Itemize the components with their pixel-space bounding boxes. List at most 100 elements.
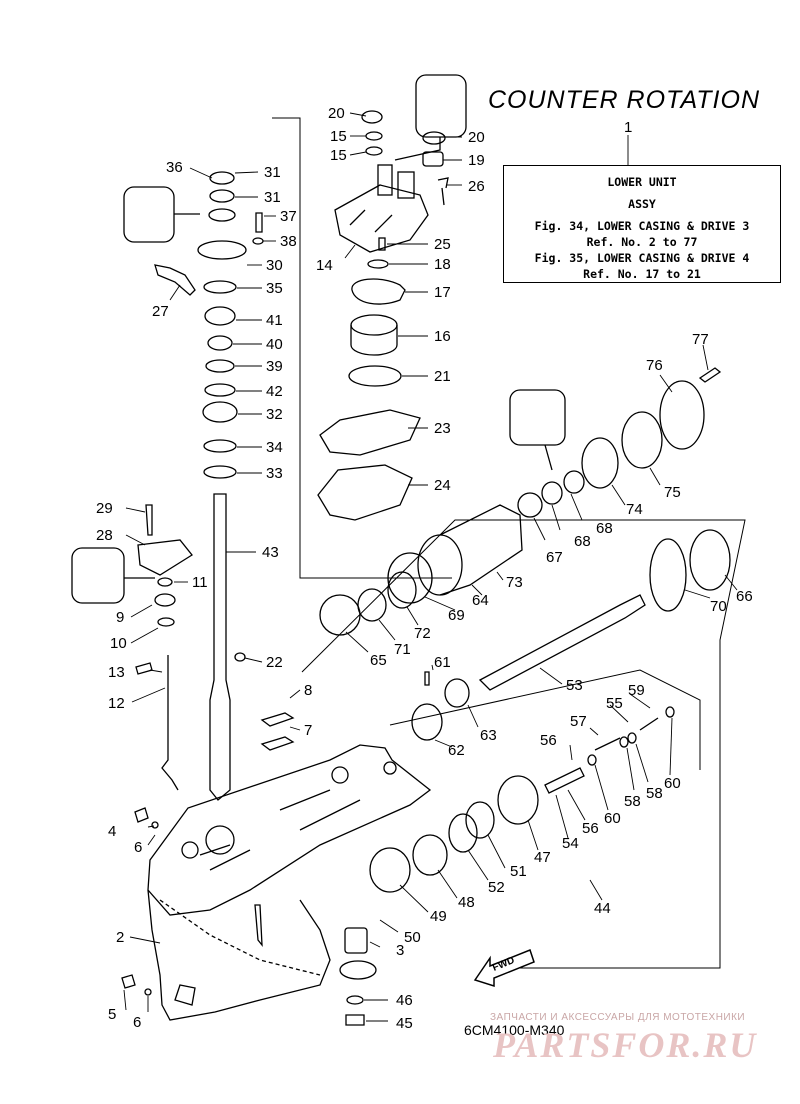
part-label-n20a: 20	[328, 105, 345, 122]
part-label-n11: 11	[192, 574, 208, 591]
part-label-n42: 42	[266, 383, 283, 400]
part-label-n19: 19	[468, 152, 485, 169]
bearing-32-shape	[202, 401, 238, 423]
key-8-shape	[260, 712, 295, 727]
seal-20b-shape	[422, 131, 446, 145]
part-label-n49: 49	[430, 908, 447, 925]
part-label-n38: 38	[280, 233, 297, 250]
shim-71-shape	[357, 588, 387, 622]
part-label-n3: 3	[396, 942, 404, 959]
ring-60a-shape	[587, 754, 597, 766]
part-label-n34: 34	[266, 439, 283, 456]
part-label-n15a: 15	[330, 128, 347, 145]
tube-13-shape	[135, 662, 153, 675]
part-label-n58a: 58	[624, 793, 641, 810]
pin-57-shape	[594, 737, 621, 751]
housing-64-body	[439, 504, 523, 596]
gear-70-shape	[649, 538, 687, 612]
part-label-n64: 64	[472, 592, 489, 609]
bracket-28-shape	[137, 539, 193, 576]
part-label-n53: 53	[566, 677, 583, 694]
shift-rod-12-shape	[161, 655, 179, 791]
part-label-n35: 35	[266, 280, 283, 297]
shim-52-shape	[448, 813, 478, 853]
pinion-shape	[339, 960, 377, 980]
oring-18-shape	[367, 259, 389, 269]
part-label-n36: 36	[166, 159, 183, 176]
gasket-17-shape	[351, 278, 406, 305]
part-label-n2: 2	[116, 929, 124, 946]
part-label-n44: 44	[594, 900, 611, 917]
spring-59-shape	[639, 717, 659, 731]
bearing-48-shape	[412, 834, 448, 876]
part-label-n10: 10	[110, 635, 127, 652]
part-label-n66: 66	[736, 588, 753, 605]
seal-31a-shape	[209, 189, 235, 203]
insert-16-body	[350, 325, 398, 356]
pin-25-shape	[378, 237, 386, 251]
shim-34-shape	[203, 439, 237, 453]
washer-60b-shape	[665, 706, 675, 718]
info-line-4: Ref. No. 2 to 77	[586, 235, 698, 249]
part-label-n16: 16	[434, 328, 451, 345]
nut-45-shape	[345, 1014, 365, 1026]
detail-box-right-pointer	[544, 444, 553, 471]
part-label-n60b: 60	[664, 775, 681, 792]
part-label-n71: 71	[394, 641, 411, 658]
key-7-shape	[260, 736, 295, 751]
leader-lines	[123, 112, 738, 1022]
gear-47-shape	[497, 775, 539, 825]
part-label-n57: 57	[570, 713, 587, 730]
part-label-n51: 51	[510, 863, 527, 880]
part-label-n12: 12	[108, 695, 125, 712]
oring-69-shape	[387, 552, 433, 604]
fwd-arrow-shape	[473, 949, 535, 988]
part-label-n62: 62	[448, 742, 465, 759]
part-label-n41: 41	[266, 312, 283, 329]
part-label-n68b: 68	[596, 520, 613, 537]
detail-box-shift	[71, 547, 125, 604]
part-label-n7: 7	[304, 722, 312, 739]
part-label-n29: 29	[96, 500, 113, 517]
plate-23-shape	[319, 409, 421, 456]
screw-77-shape	[698, 367, 722, 383]
gear-49-shape	[369, 847, 411, 893]
part-label-n20b: 20	[468, 129, 485, 146]
info-line-6: Ref. No. 17 to 21	[583, 267, 701, 281]
part-label-n58b: 58	[646, 785, 663, 802]
part-label-n39: 39	[266, 358, 283, 375]
gasket-24-shape	[317, 464, 413, 521]
part-label-n65: 65	[370, 652, 387, 669]
part-label-n67: 67	[546, 549, 563, 566]
assembly-boundary	[272, 117, 746, 969]
washer-11-shape	[157, 577, 173, 587]
bearing-3-shape	[344, 927, 368, 954]
part-label-n70: 70	[710, 598, 727, 615]
bolt-26-shape	[437, 177, 449, 206]
prop-shaft-53-shape	[478, 594, 646, 691]
diagram-code: 6CM4100-M340	[464, 1022, 565, 1038]
insert-16-shape	[350, 314, 398, 336]
housing-64-shape	[417, 534, 463, 596]
part-label-n5: 5	[108, 1006, 116, 1023]
seal-36-shape	[209, 171, 235, 185]
part-label-n54: 54	[562, 835, 579, 852]
part-label-n9: 9	[116, 609, 124, 626]
part-label-n23: 23	[434, 420, 451, 437]
cover-76-shape	[659, 380, 705, 450]
part-label-n32: 32	[266, 406, 283, 423]
part-label-n31b: 31	[264, 189, 281, 206]
shim-33-shape	[203, 465, 237, 479]
bearing-51-shape	[465, 801, 495, 839]
part-label-n48: 48	[458, 894, 475, 911]
diagram-title: COUNTER ROTATION	[488, 86, 761, 114]
drive-shaft-43-shape	[209, 493, 231, 801]
oring-35-shape	[203, 280, 237, 294]
info-line-2: ASSY	[628, 197, 656, 211]
part-label-n28: 28	[96, 527, 113, 544]
bearing-67-shape	[517, 492, 543, 518]
part-label-n63: 63	[480, 727, 497, 744]
oring-9-shape	[154, 593, 176, 607]
part-label-n26: 26	[468, 178, 485, 195]
